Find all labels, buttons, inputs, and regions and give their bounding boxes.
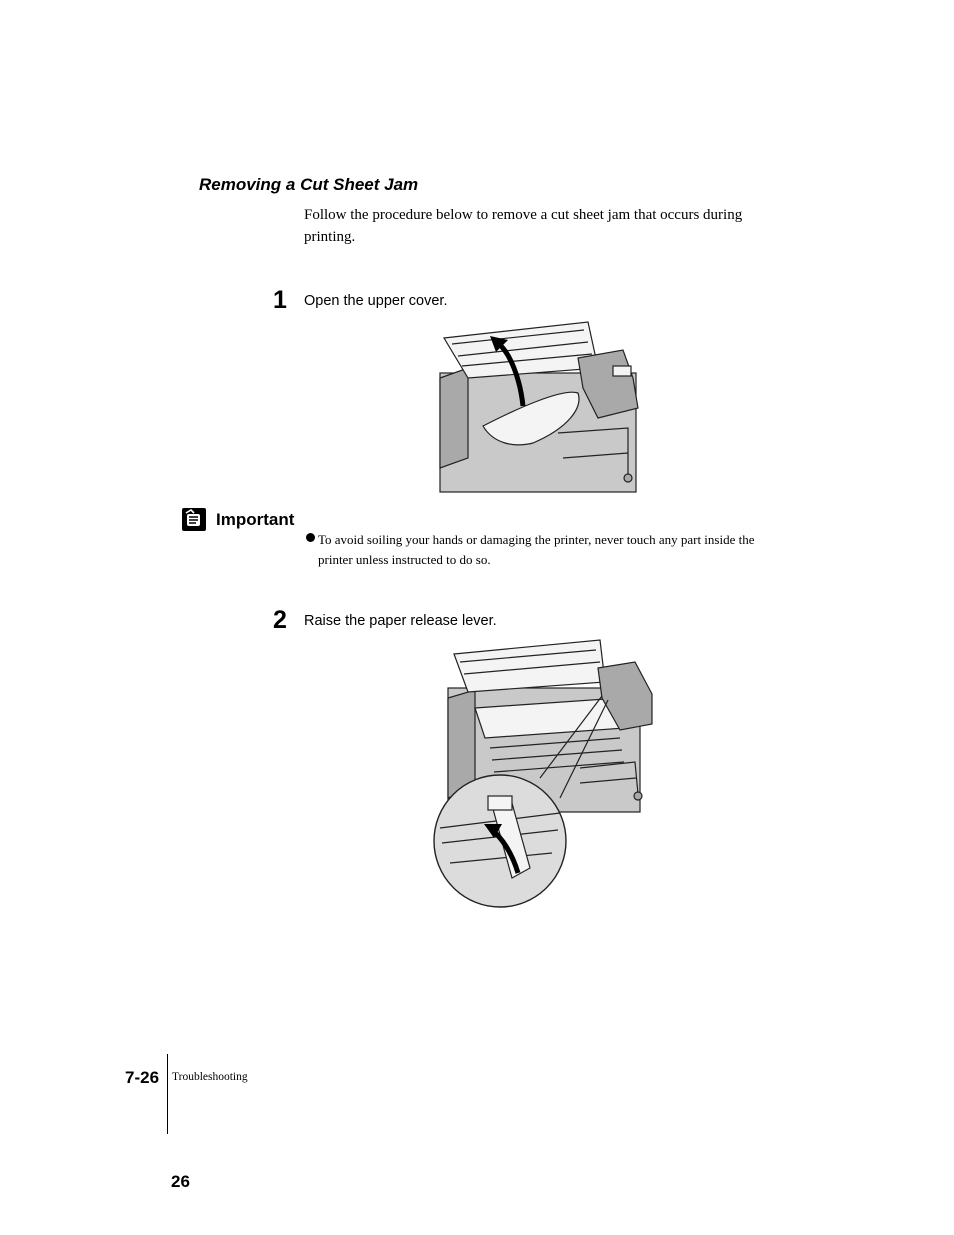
step-1-number: 1	[273, 286, 287, 314]
footer-section-name: Troubleshooting	[172, 1071, 248, 1083]
important-title: Important	[216, 510, 295, 529]
step-2-text: Raise the paper release lever.	[304, 613, 497, 629]
step-2-number: 2	[273, 606, 287, 634]
important-bullet: To avoid soiling your hands or damaging …	[318, 532, 755, 567]
footer-divider	[167, 1054, 168, 1134]
hand-pointing-icon	[182, 508, 206, 531]
page-number: 26	[171, 1172, 190, 1191]
printer-release-lever-illustration	[433, 639, 653, 908]
printer-open-cover-illustration	[439, 321, 639, 493]
curved-arrow-icon	[490, 336, 508, 352]
intro-paragraph: Follow the procedure below to remove a c…	[304, 207, 743, 245]
section-heading: Removing a Cut Sheet Jam	[199, 175, 419, 194]
page-section-label: 7-26	[125, 1068, 160, 1087]
bullet-dot	[306, 533, 315, 542]
step-1-text: Open the upper cover.	[304, 293, 448, 309]
